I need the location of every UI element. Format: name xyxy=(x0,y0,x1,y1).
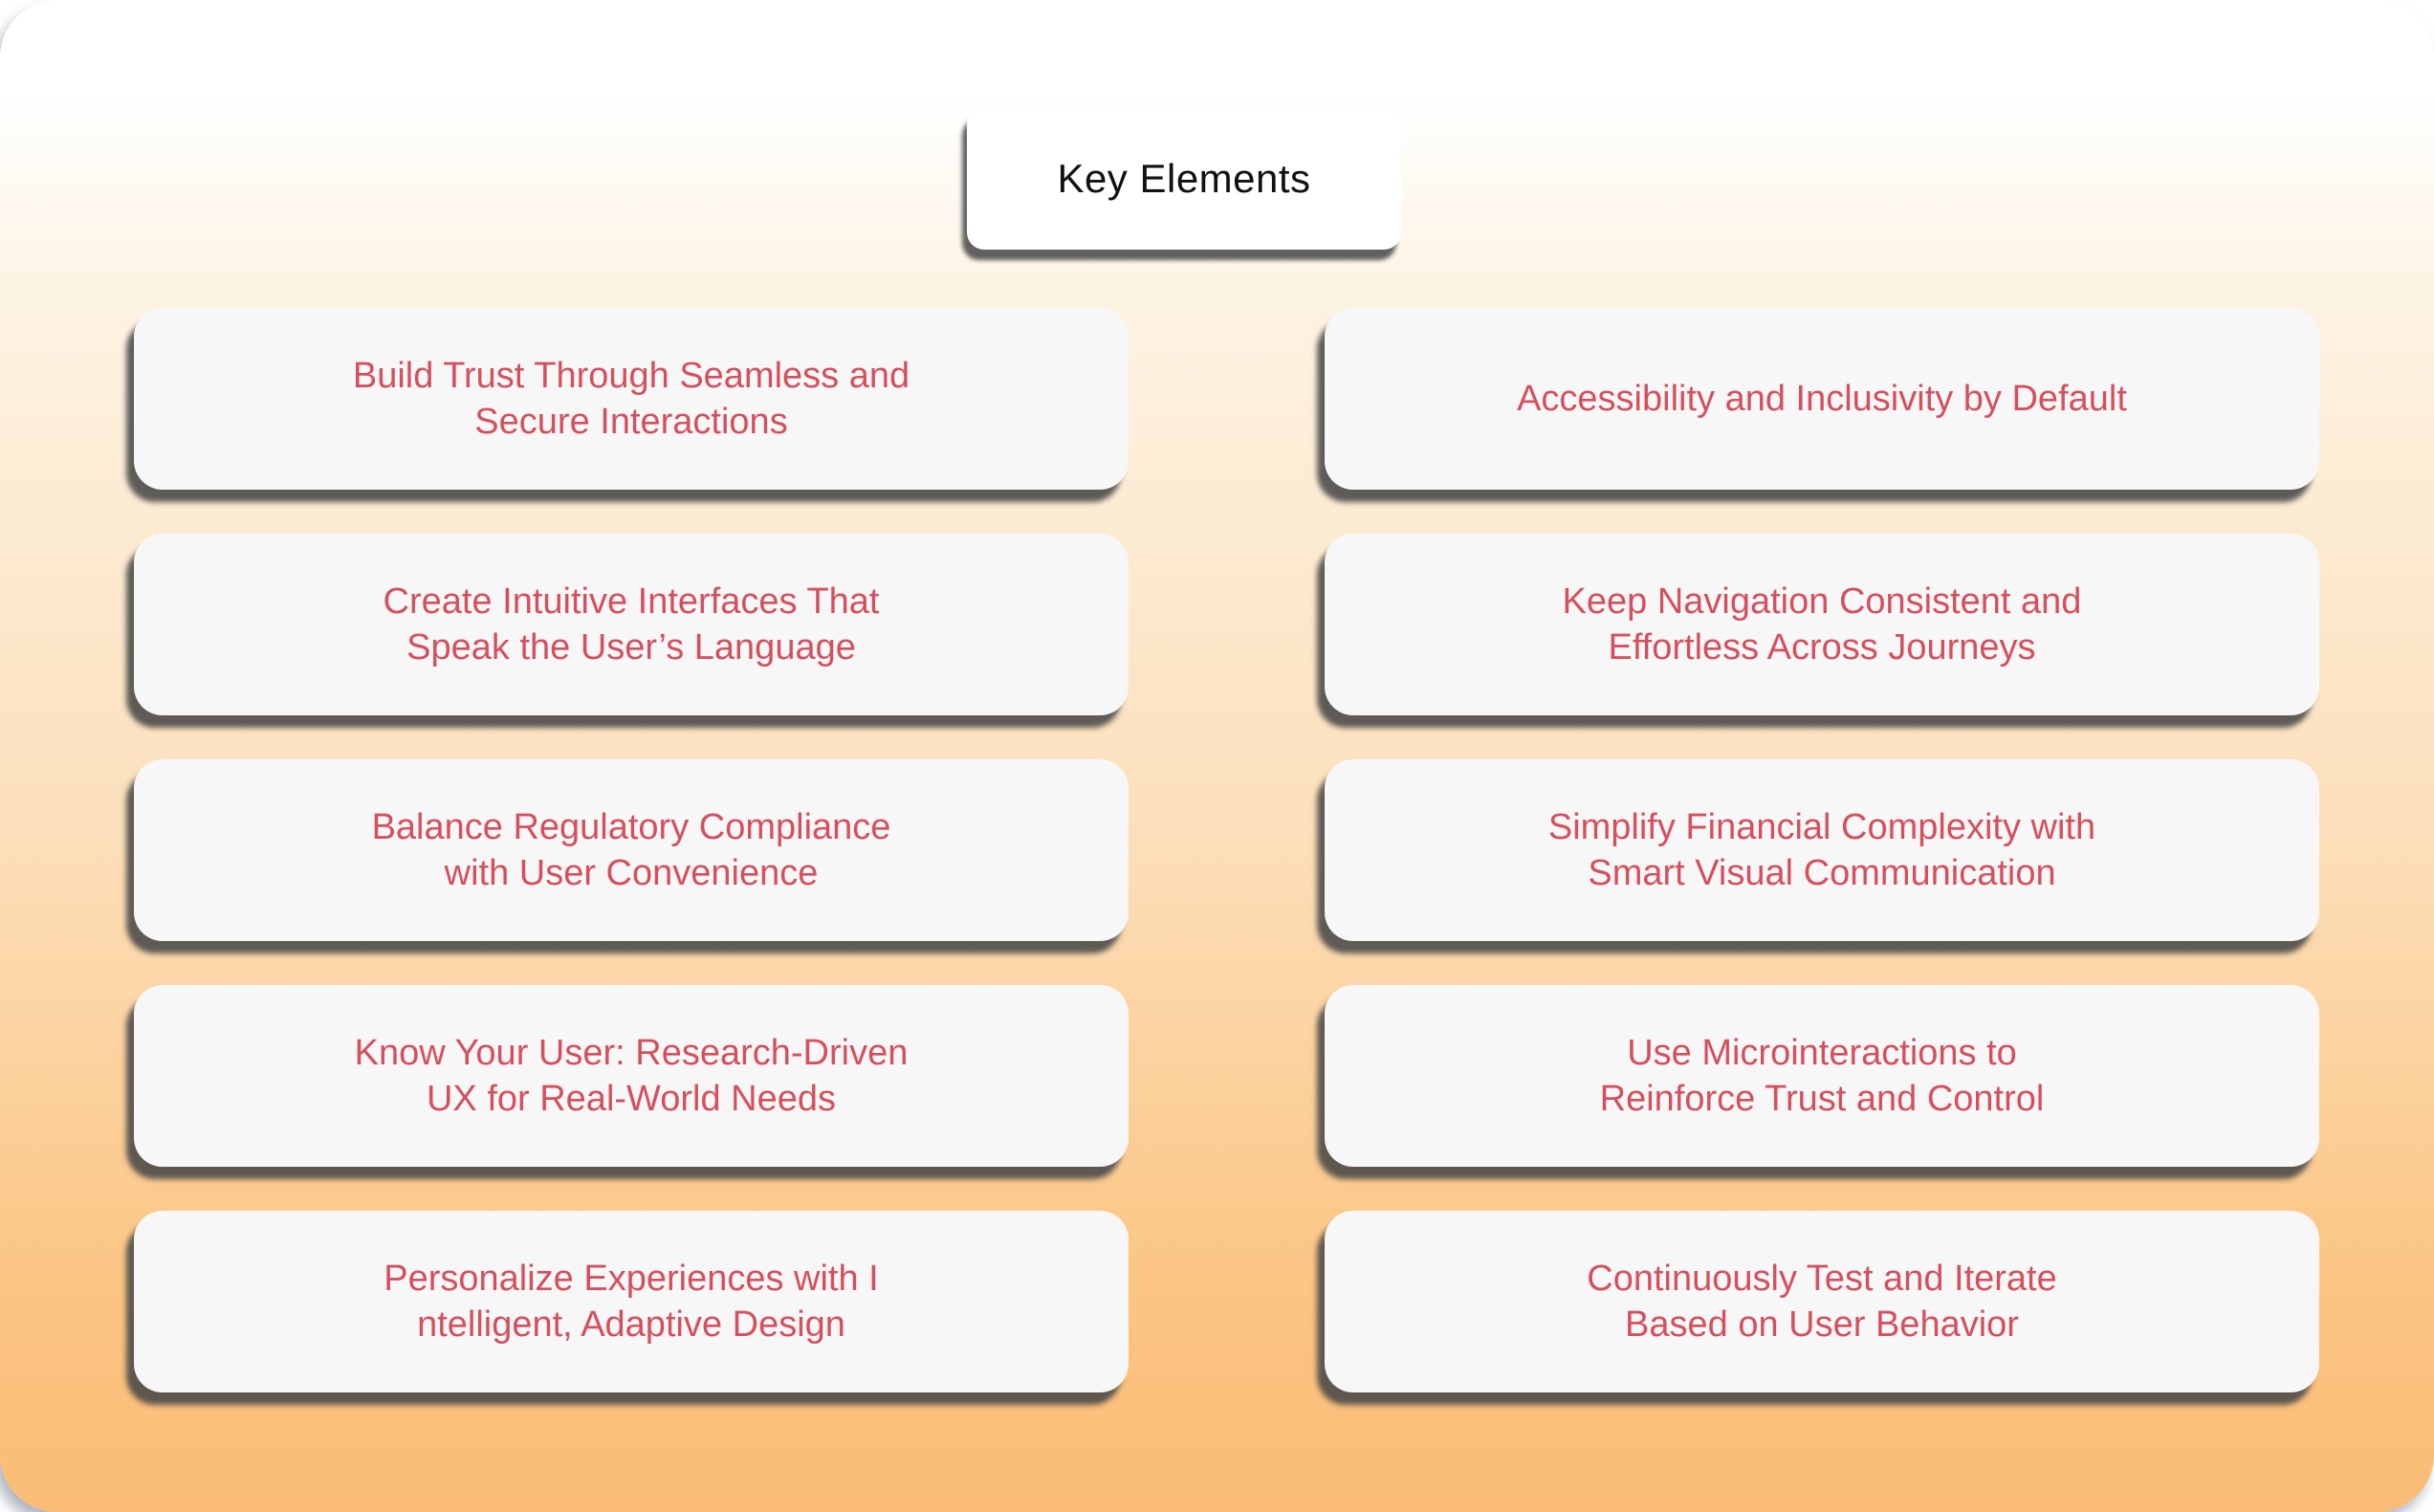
card-text-line: Keep Navigation Consistent and xyxy=(1562,581,2082,622)
card-accessibility: Accessibility and Inclusivity by Default xyxy=(1325,308,2319,490)
card-text-line: Effortless Across Journeys xyxy=(1608,627,2036,668)
card-text-line: Simplify Financial Complexity with xyxy=(1547,807,2096,847)
card-text-line: Build Trust Through Seamless and xyxy=(352,356,910,396)
card-microinteractions: Use Microinteractions to Reinforce Trust… xyxy=(1325,985,2319,1167)
card-text-line: UX for Real-World Needs xyxy=(426,1079,836,1119)
card-text-line: with User Convenience xyxy=(444,853,819,893)
card-text-line: ntelligent, Adaptive Design xyxy=(417,1304,845,1345)
card-text-line: Smart Visual Communication xyxy=(1588,853,2056,893)
card-navigation-consistent: Keep Navigation Consistent and Effortles… xyxy=(1325,534,2319,715)
card-regulatory-compliance: Balance Regulatory Compliance with User … xyxy=(134,759,1129,941)
page-title: Key Elements xyxy=(1057,156,1311,201)
card-build-trust: Build Trust Through Seamless and Secure … xyxy=(134,308,1129,490)
card-financial-complexity: Simplify Financial Complexity with Smart… xyxy=(1325,759,2319,941)
card-text-line: Based on User Behavior xyxy=(1625,1304,2019,1345)
card-test-and-iterate: Continuously Test and Iterate Based on U… xyxy=(1325,1211,2319,1392)
card-text-line: Speak the User’s Language xyxy=(406,627,856,668)
card-text-line: Balance Regulatory Compliance xyxy=(371,807,891,847)
card-personalize-experiences: Personalize Experiences with I ntelligen… xyxy=(134,1211,1129,1392)
cards-grid: Build Trust Through Seamless and Secure … xyxy=(134,308,2319,1392)
card-text-line: Accessibility and Inclusivity by Default xyxy=(1517,379,2127,419)
title-box: Key Elements xyxy=(967,108,1401,250)
card-text-line: Know Your User: Research-Driven xyxy=(354,1033,909,1073)
card-text-line: Use Microinteractions to xyxy=(1627,1033,2017,1073)
card-text-line: Continuously Test and Iterate xyxy=(1587,1259,2057,1299)
card-intuitive-interfaces: Create Intuitive Interfaces That Speak t… xyxy=(134,534,1129,715)
card-text-line: Create Intuitive Interfaces That xyxy=(383,581,880,622)
card-text-line: Secure Interactions xyxy=(474,402,788,442)
card-text-line: Reinforce Trust and Control xyxy=(1599,1079,2045,1119)
card-know-your-user: Know Your User: Research-Driven UX for R… xyxy=(134,985,1129,1167)
card-text-line: Personalize Experiences with I xyxy=(384,1259,879,1299)
